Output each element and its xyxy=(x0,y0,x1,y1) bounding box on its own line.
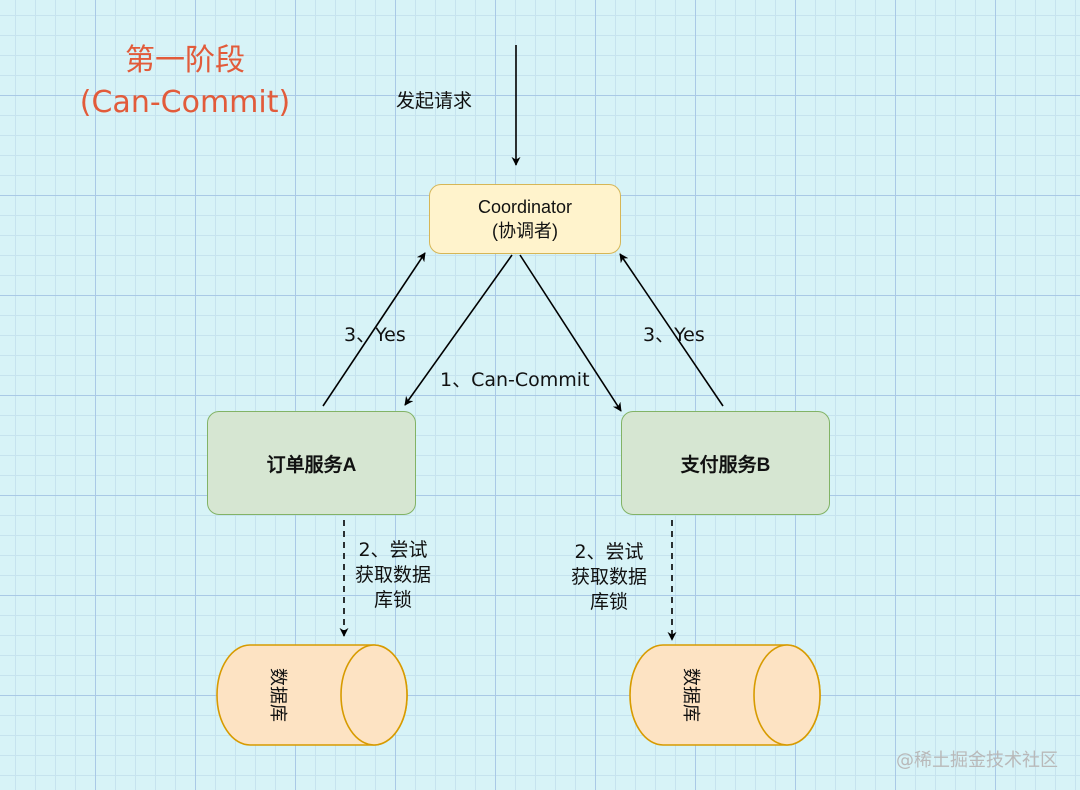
phase-title-line2: (Can-Commit) xyxy=(79,85,291,120)
database-a-label: 数据库 xyxy=(267,668,288,722)
can-commit-arrow-b xyxy=(519,254,622,412)
watermark: @稀土掘金技术社区 xyxy=(896,750,1058,771)
lock-step-b-line3: 库锁 xyxy=(589,591,628,613)
lock-step-a-line2: 获取数据 xyxy=(354,564,431,586)
lock-step-a-line1: 2、尝试 xyxy=(358,539,428,561)
lock-step-label-b: 2、尝试 获取数据 库锁 xyxy=(554,540,664,615)
lock-step-label-a: 2、尝试 获取数据 库锁 xyxy=(338,538,448,613)
yes-arrow-b xyxy=(619,253,724,407)
coordinator-node: Coordinator (协调者) xyxy=(429,184,621,254)
can-commit-arrow-a xyxy=(404,254,513,406)
yes-arrow-a xyxy=(322,252,426,407)
coordinator-role: (协调者) xyxy=(492,221,558,241)
lock-step-b-line2: 获取数据 xyxy=(570,566,647,588)
yes-label-b: 3、Yes xyxy=(643,324,705,346)
order-service-node: 订单服务A xyxy=(207,411,416,515)
database-a xyxy=(216,644,408,746)
payment-service-node: 支付服务B xyxy=(621,411,830,515)
yes-label-a: 3、Yes xyxy=(344,324,406,346)
phase-title-line1: 第一阶段 xyxy=(125,43,245,78)
payment-service-label: 支付服务B xyxy=(680,454,771,476)
lock-step-a-line3: 库锁 xyxy=(373,589,412,611)
database-b-label: 数据库 xyxy=(680,668,701,722)
database-b xyxy=(629,644,821,746)
coordinator-name: Coordinator xyxy=(477,197,573,217)
can-commit-label: 1、Can-Commit xyxy=(440,369,590,391)
lock-step-b-line1: 2、尝试 xyxy=(574,541,644,563)
phase-title: 第一阶段 (Can-Commit) xyxy=(75,40,295,124)
order-service-label: 订单服务A xyxy=(266,454,357,476)
request-label: 发起请求 xyxy=(396,90,473,112)
